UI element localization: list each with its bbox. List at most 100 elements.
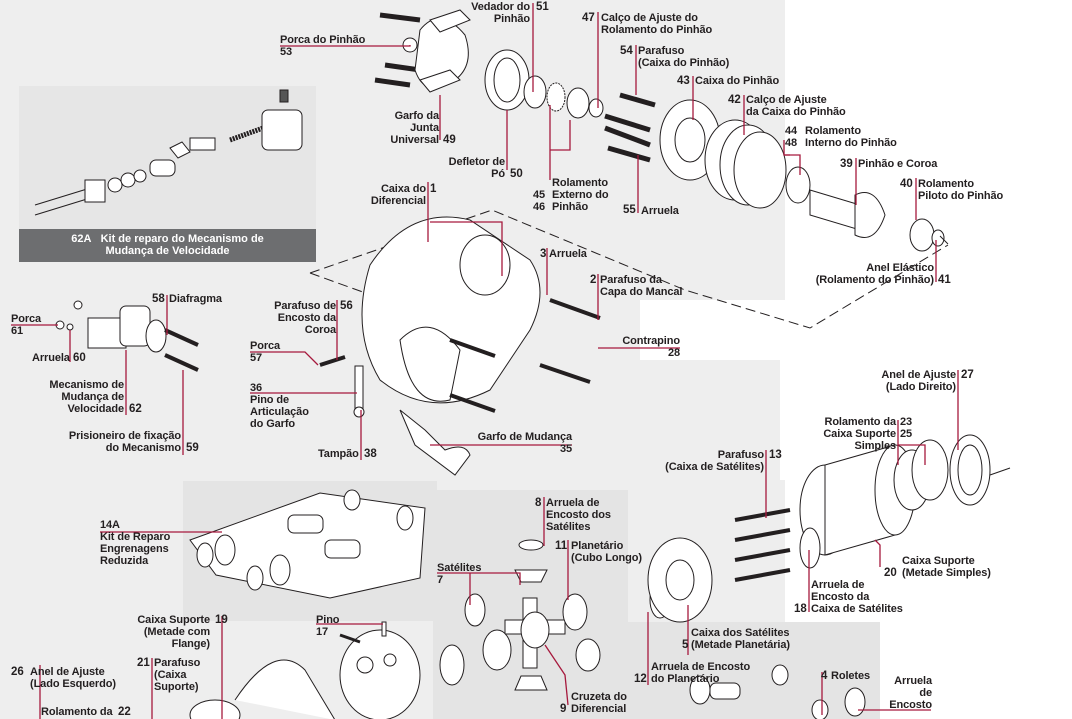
label-caixa-suporte-simples: Caixa Suporte (Metade Simples) bbox=[902, 555, 991, 579]
label-porca-do-pinhao: Porca do Pinhão 53 bbox=[280, 34, 366, 58]
part-number-18: 18 bbox=[794, 603, 807, 615]
part-number-41: 41 bbox=[938, 274, 951, 286]
label-arruela-55: Arruela bbox=[641, 205, 679, 217]
label-contrapino: Contrapino 28 bbox=[622, 335, 680, 359]
differential-carrier-housing bbox=[361, 216, 541, 404]
part-number-58: 58 bbox=[152, 293, 165, 305]
part-numbers-44-48: 44 48 bbox=[785, 125, 798, 149]
part-numbers-45-46: 45 46 bbox=[533, 189, 546, 213]
label-rolamento-da-22: Rolamento da bbox=[41, 706, 113, 718]
label-prisioneiro-fixacao: Prisioneiro de fixação do Mecanismo bbox=[68, 430, 181, 454]
label-calco-ajuste-rolamento: Calço de Ajuste do Rolamento do Pinhão bbox=[601, 12, 713, 36]
label-rolamento-piloto: Rolamento Piloto do Pinhão bbox=[918, 178, 1004, 202]
roller-kit bbox=[689, 664, 866, 719]
part-number-5: 5 bbox=[682, 639, 689, 651]
shift-fork bbox=[319, 355, 471, 476]
spider-and-gears bbox=[439, 537, 713, 691]
speed-shift-mechanism bbox=[55, 300, 199, 372]
label-parafuso-caixa-pinhao: Parafuso (Caixa do Pinhão) bbox=[638, 45, 730, 69]
part-numbers-23-25: 23 25 bbox=[900, 416, 913, 440]
kit-62a-line2: Mudança de Velocidade bbox=[105, 245, 230, 257]
part-number-39: 39 bbox=[840, 158, 853, 170]
part-number-2: 2 bbox=[590, 274, 597, 286]
label-satelites: Satélites 7 bbox=[437, 562, 482, 586]
part-number-1: 1 bbox=[430, 183, 437, 195]
label-defletor-de-po: Defletor de Pó bbox=[448, 156, 505, 180]
label-planetario: Planetário (Cubo Longo) bbox=[571, 540, 642, 564]
label-caixa-do-diferencial: Caixa do Diferencial bbox=[370, 183, 426, 207]
label-porca-57: Porca 57 bbox=[250, 340, 281, 364]
part-number-8: 8 bbox=[535, 497, 542, 509]
label-arruela-encosto-satelites: Arruela de Encosto dos Satélites bbox=[546, 497, 611, 533]
label-arruela-60: Arruela bbox=[32, 352, 70, 364]
side-bearing-right bbox=[734, 434, 991, 582]
label-tampao: Tampão bbox=[318, 448, 359, 460]
part-number-26: 26 bbox=[11, 666, 24, 678]
part-number-11: 11 bbox=[555, 540, 568, 552]
label-vedador-do-pinhao: Vedador do Pinhão bbox=[471, 1, 530, 25]
kit-62a-caption: 62A Kit de reparo do Mecanismo de Mudanç… bbox=[19, 229, 316, 262]
part-number-40: 40 bbox=[900, 178, 913, 190]
part-number-9: 9 bbox=[560, 703, 567, 715]
label-pino-17: Pino 17 bbox=[316, 614, 340, 638]
label-cruzeta-diferencial: Cruzeta do Diferencial bbox=[571, 691, 627, 715]
part-number-19: 19 bbox=[215, 614, 228, 626]
part-number-59: 59 bbox=[186, 442, 199, 454]
label-parafuso-caixa-satelites: Parafuso (Caixa de Satélites) bbox=[665, 449, 764, 473]
part-number-50: 50 bbox=[510, 168, 523, 180]
label-diafragma: Diafragma bbox=[169, 293, 222, 305]
part-number-47: 47 bbox=[582, 12, 595, 24]
part-number-42: 42 bbox=[728, 94, 741, 106]
part-number-20: 20 bbox=[884, 567, 897, 579]
part-number-27: 27 bbox=[961, 369, 974, 381]
label-arruela-3: Arruela bbox=[549, 248, 587, 260]
rollers-panel bbox=[628, 622, 880, 719]
part-number-22: 22 bbox=[118, 706, 131, 718]
part-number-3: 3 bbox=[540, 248, 547, 260]
label-parafuso-capa-mancal: Parafuso da Capa do Mancal bbox=[600, 274, 683, 298]
white-region-bottom-right bbox=[880, 480, 1072, 719]
leader-lines bbox=[11, 3, 959, 719]
part-number-56: 56 bbox=[340, 300, 353, 312]
label-arruela-encosto-planetario: Arruela de Encosto do Planetário bbox=[651, 661, 751, 685]
label-pinhao-e-coroa: Pinhão e Coroa bbox=[858, 158, 938, 170]
label-anel-ajuste-esquerdo: Anel de Ajuste (Lado Esquerdo) bbox=[30, 666, 116, 690]
kit-14a-parts bbox=[189, 489, 426, 599]
label-garfo-de-mudanca: Garfo de Mudança 35 bbox=[477, 431, 572, 455]
label-arruela-de-encosto: Arruela de Encosto bbox=[889, 675, 932, 711]
label-porca-61: Porca 61 bbox=[11, 313, 42, 337]
label-anel-ajuste-direito: Anel de Ajuste (Lado Direito) bbox=[881, 369, 956, 393]
label-parafuso-encosto-coroa: Parafuso de Encosto da Coroa bbox=[274, 300, 336, 336]
part-number-38: 38 bbox=[364, 448, 377, 460]
part-number-55: 55 bbox=[623, 204, 636, 216]
carrier-bolts bbox=[449, 298, 601, 413]
part-number-51: 51 bbox=[536, 1, 549, 13]
part-number-43: 43 bbox=[677, 75, 690, 87]
pinion-and-ring-gear bbox=[809, 189, 945, 252]
label-kit-reparo-engrenagens: 14A Kit de Reparo Engrenagens Reduzida bbox=[100, 519, 171, 567]
part-number-60: 60 bbox=[73, 352, 86, 364]
pinion-cage bbox=[659, 99, 811, 209]
label-caixa-do-pinhao: Caixa do Pinhão bbox=[695, 75, 780, 87]
part-number-49: 49 bbox=[443, 134, 456, 146]
part-number-62: 62 bbox=[129, 403, 142, 415]
pinion-flange-assembly bbox=[374, 9, 604, 119]
kit-62a-code: 62A bbox=[71, 233, 92, 245]
kit-62a-parts bbox=[34, 89, 303, 216]
part-number-12: 12 bbox=[634, 673, 647, 685]
part-number-4: 4 bbox=[821, 670, 828, 682]
label-pino-articulacao: 36 Pino de Articulação do Garfo bbox=[250, 382, 309, 430]
label-parafuso-caixa-suporte: Parafuso (Caixa Suporte) bbox=[154, 657, 201, 693]
label-anel-elastico: Anel Elástico (Rolamento do Pinhão) bbox=[815, 262, 934, 286]
label-mecanismo-mudanca: Mecanismo de Mudança de Velocidade bbox=[49, 379, 124, 415]
part-number-54: 54 bbox=[620, 45, 633, 57]
label-caixa-dos-satelites: Caixa dos Satélites (Metade Planetária) bbox=[691, 627, 790, 651]
label-rolamento-interno-pinhao: Rolamento Interno do Pinhão bbox=[805, 125, 897, 149]
kit-62a-line1: Kit de reparo do Mecanismo de bbox=[100, 233, 264, 245]
background-panel-right-top bbox=[640, 360, 780, 480]
part-number-13: 13 bbox=[769, 449, 782, 461]
label-arruela-encosto-caixa-satelites: Arruela de Encosto da Caixa de Satélites bbox=[811, 579, 903, 615]
part-number-21: 21 bbox=[137, 657, 150, 669]
label-calco-caixa-pinhao: Calço de Ajuste da Caixa do Pinhão bbox=[746, 94, 846, 118]
